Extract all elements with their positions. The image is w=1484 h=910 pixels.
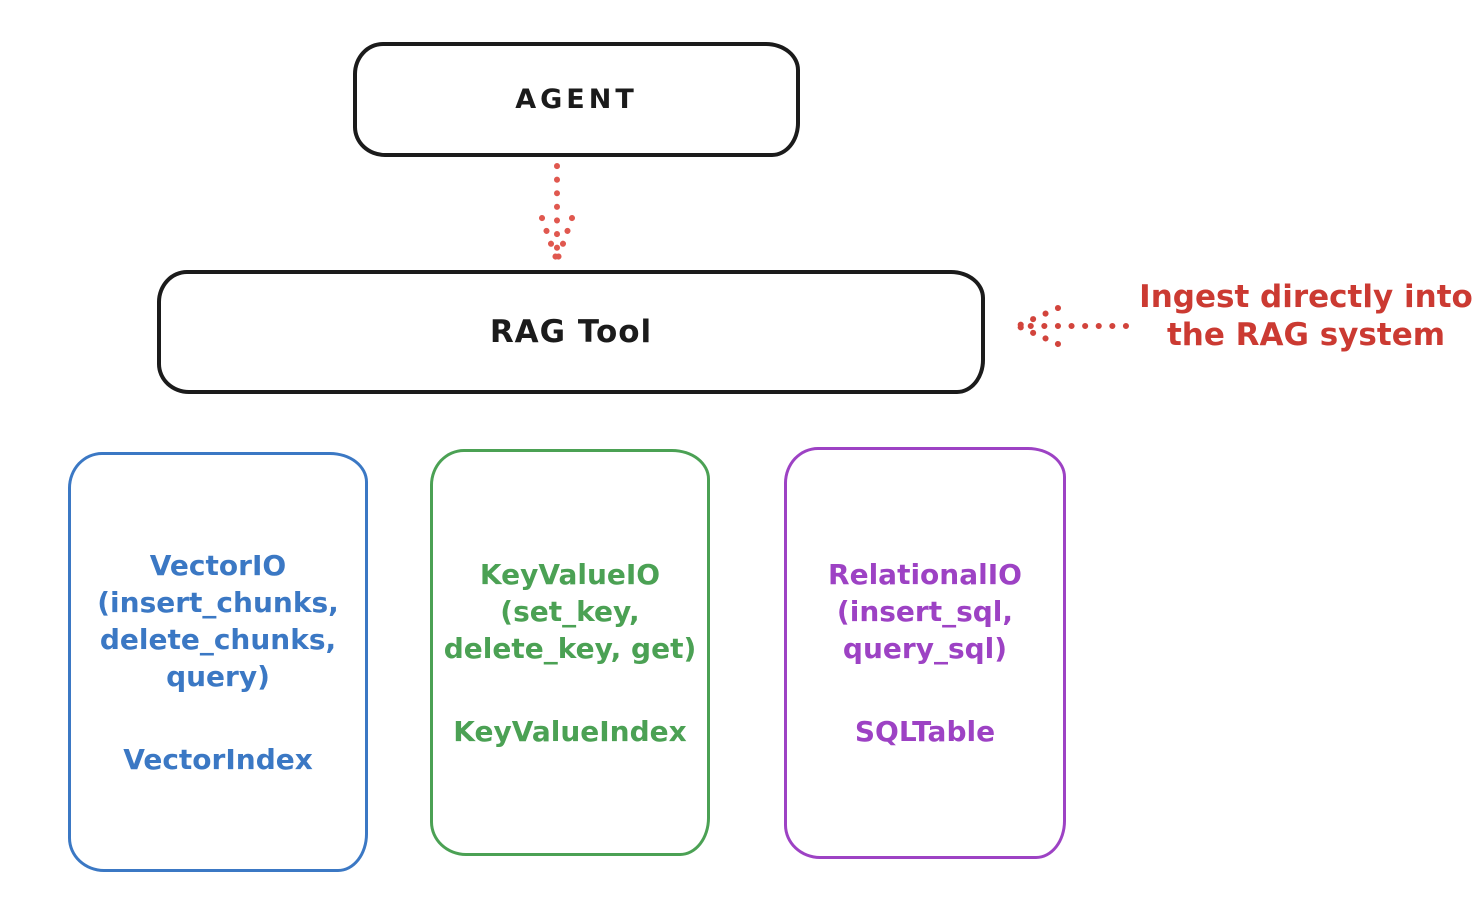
rag-tool-label: RAG Tool [489, 314, 653, 350]
keyvalue-io-node: KeyValueIO (set_key, delete_key, get) Ke… [430, 449, 710, 856]
relational-io-operations: RelationalIO (insert_sql, query_sql) [828, 558, 1022, 665]
vector-index-label: VectorIndex [123, 742, 313, 776]
agent-to-rag-arrow-icon [539, 163, 575, 261]
agent-node: AGENT [353, 42, 800, 157]
sql-table-label: SQLTable [854, 715, 996, 748]
ingest-annotation-text: Ingest directly into the RAG system [1139, 279, 1473, 353]
vector-io-operations: VectorIO (insert_chunks, delete_chunks, … [97, 548, 339, 693]
keyvalue-index-label: KeyValueIndex [453, 714, 687, 748]
relational-io-node: RelationalIO (insert_sql, query_sql) SQL… [784, 447, 1066, 859]
keyvalue-io-operations: KeyValueIO (set_key, delete_key, get) [443, 557, 697, 665]
ingest-arrow-icon [1017, 305, 1129, 347]
agent-label: AGENT [515, 84, 638, 115]
vector-io-node: VectorIO (insert_chunks, delete_chunks, … [68, 452, 368, 872]
rag-tool-node: RAG Tool [157, 270, 985, 394]
